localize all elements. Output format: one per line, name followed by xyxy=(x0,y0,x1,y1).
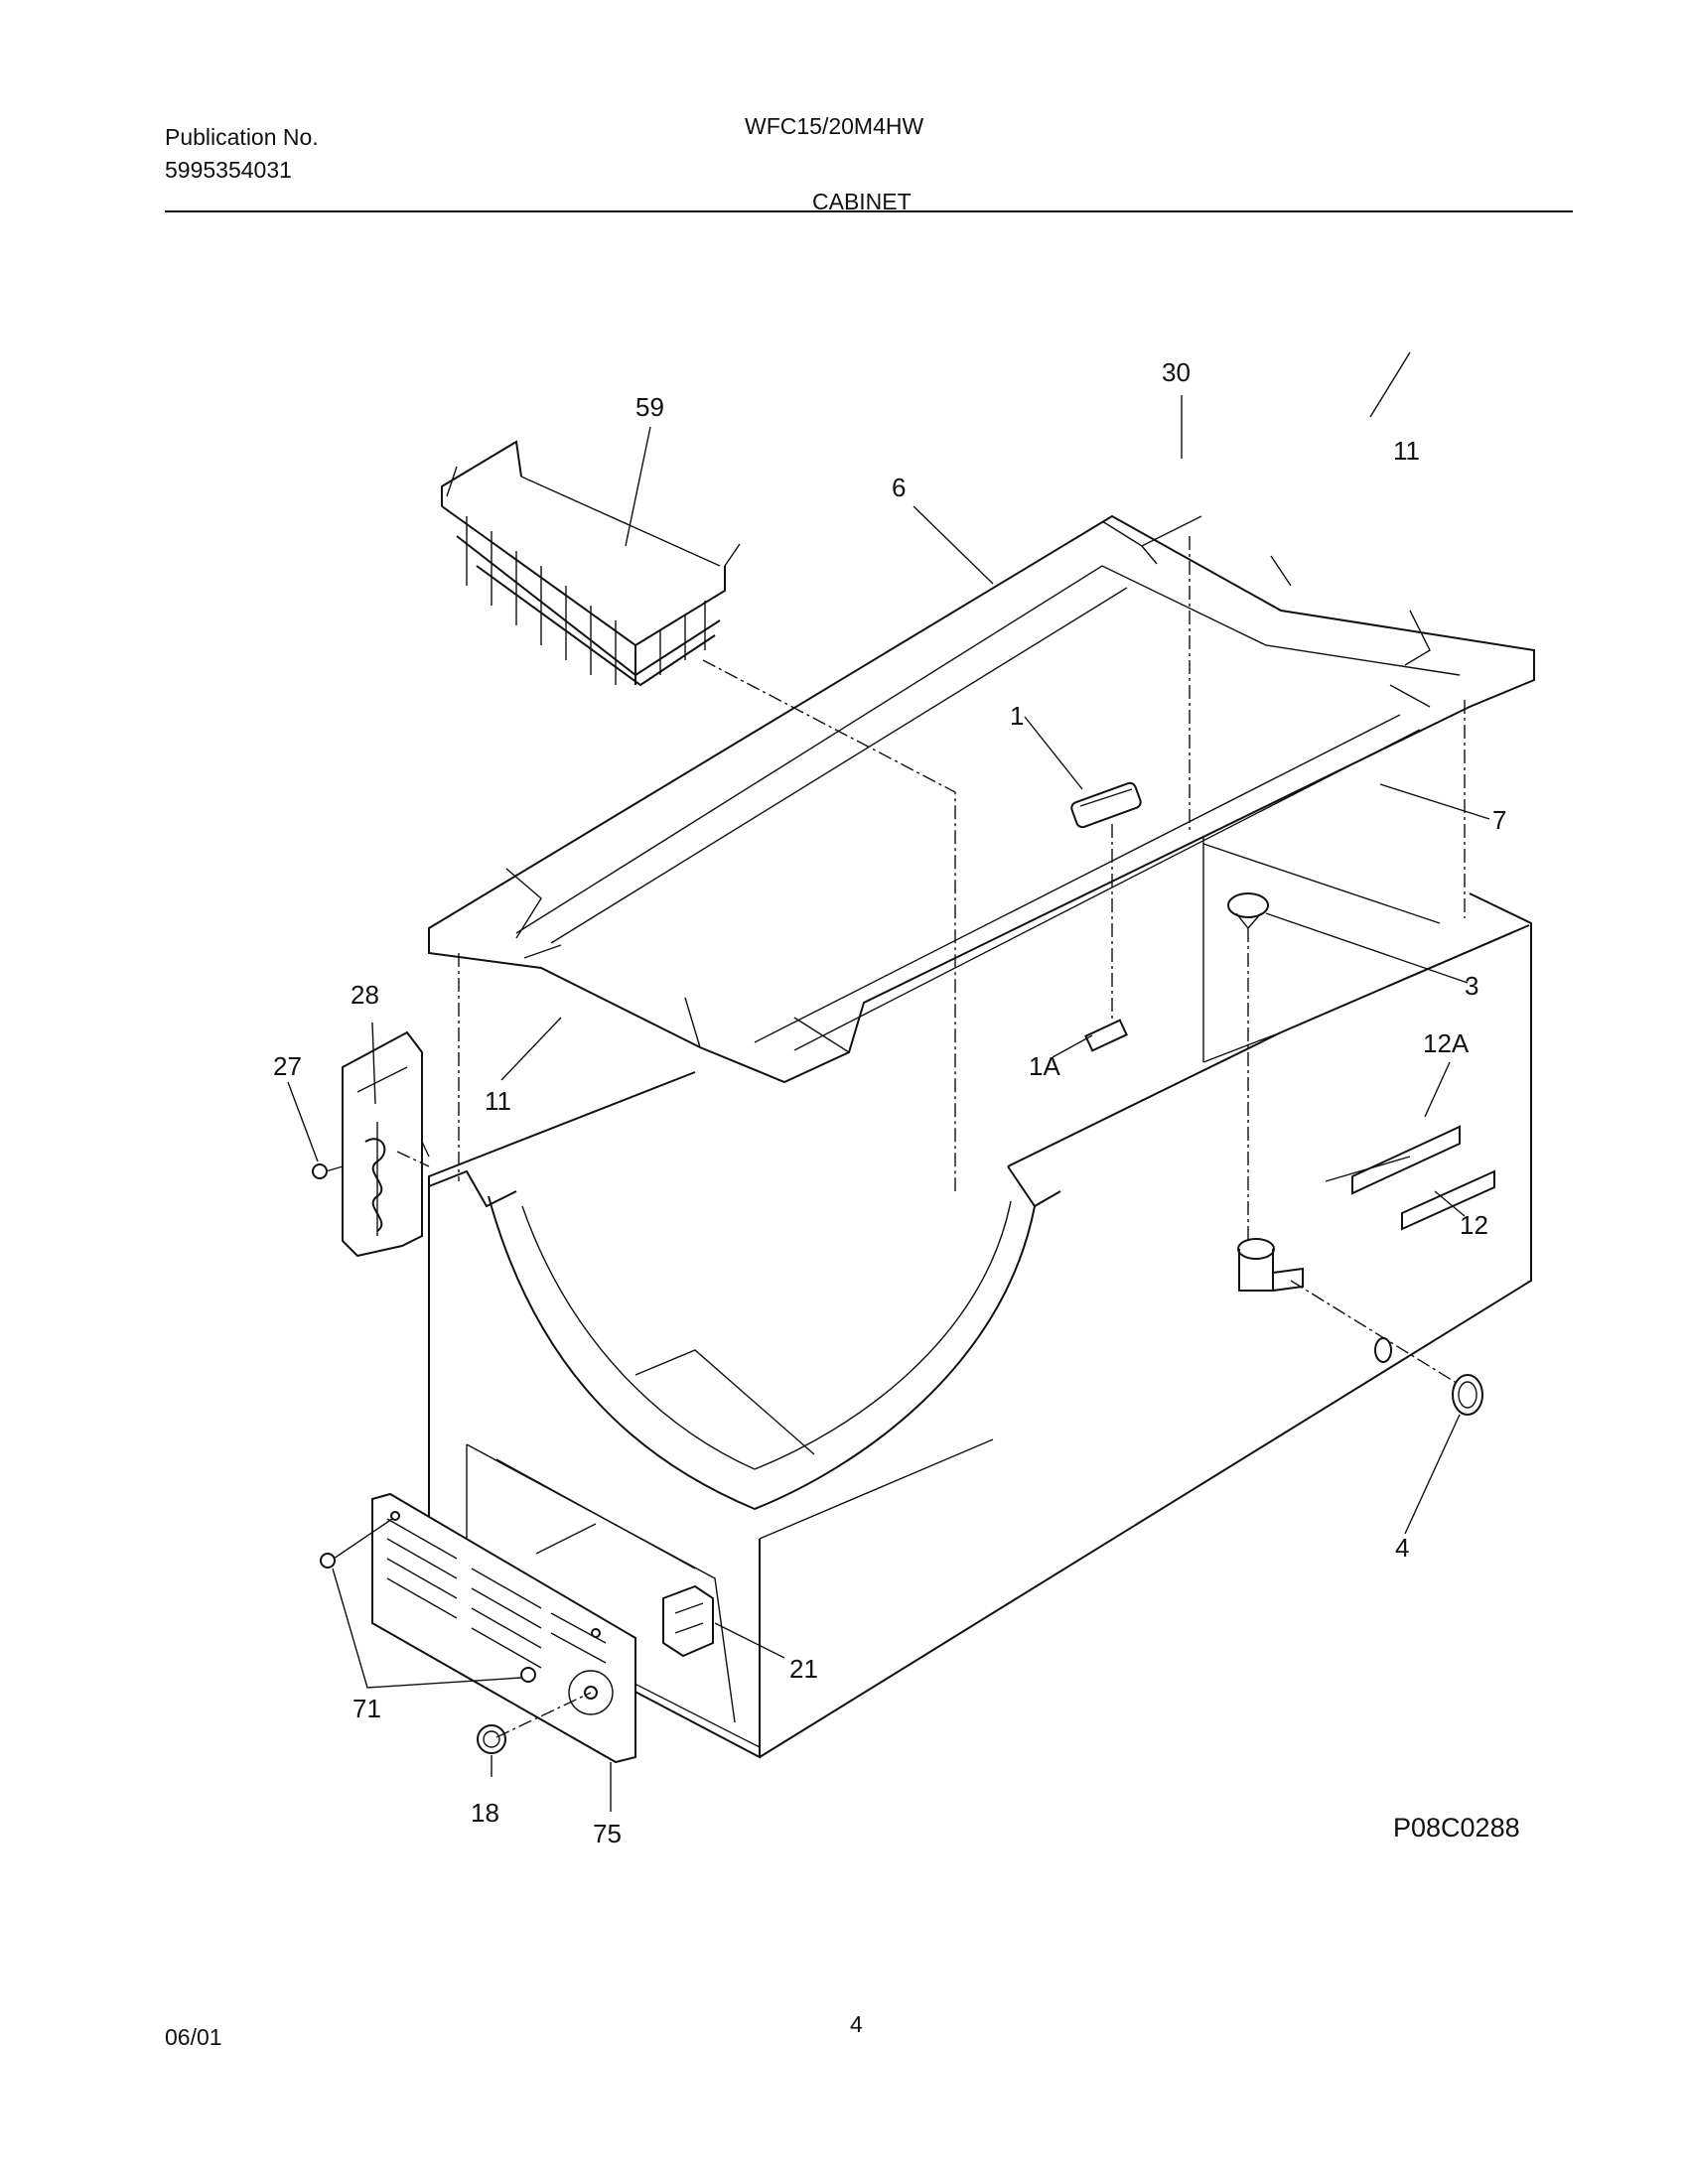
callout-28: 28 xyxy=(351,980,379,1010)
callouts: 59 30 6 11 11 1 7 3 28 27 11 1A 12A 12 4… xyxy=(273,357,1506,1848)
callout-59: 59 xyxy=(635,392,664,422)
callout-12A: 12A xyxy=(1423,1028,1470,1058)
callout-11-top-label: 11 xyxy=(1393,436,1420,466)
publication-label: Publication No. xyxy=(165,124,319,150)
callout-30: 30 xyxy=(1162,357,1191,387)
grille xyxy=(371,1492,636,1764)
cabinet-body xyxy=(428,834,1532,1759)
grille-screw xyxy=(320,1518,536,1683)
drain-tube xyxy=(1237,1238,1392,1363)
footer-date: 06/01 xyxy=(165,2024,222,2050)
temperature-control xyxy=(662,1584,714,1658)
drain-cap xyxy=(1227,892,1269,930)
hinge-screw xyxy=(312,1163,344,1179)
callout-71: 71 xyxy=(352,1694,381,1723)
header-rule xyxy=(165,210,1573,212)
light-switch xyxy=(1070,781,1142,829)
callout-1: 1 xyxy=(1010,701,1024,731)
drawing-id: P08C0288 xyxy=(1393,1813,1520,1843)
callout-12: 12 xyxy=(1460,1210,1488,1240)
callout-75: 75 xyxy=(593,1819,622,1848)
plug-button xyxy=(477,1724,506,1754)
drain-plug xyxy=(1452,1374,1483,1416)
section-title: CABINET xyxy=(812,189,912,214)
callout-3: 3 xyxy=(1465,971,1478,1001)
alignment-lines xyxy=(396,536,1466,1738)
callout-18: 18 xyxy=(471,1798,499,1828)
callout-6: 6 xyxy=(892,473,906,502)
callout-1A: 1A xyxy=(1029,1051,1060,1081)
leader-lines xyxy=(287,351,1490,1812)
callout-7: 7 xyxy=(1492,805,1506,835)
breaker-trim-frame xyxy=(428,514,1535,1084)
callout-4: 4 xyxy=(1395,1533,1409,1563)
switch-actuator xyxy=(1084,1019,1128,1052)
callout-21: 21 xyxy=(789,1654,818,1684)
hinge xyxy=(342,1030,430,1258)
callout-11-left: 11 xyxy=(485,1086,511,1116)
basket xyxy=(441,440,741,687)
label-plates xyxy=(1351,1125,1495,1231)
callout-27: 27 xyxy=(273,1051,302,1081)
page-number: 4 xyxy=(850,2011,863,2037)
model-number: WFC15/20M4HW xyxy=(745,113,924,139)
publication-number: 5995354031 xyxy=(165,157,292,183)
